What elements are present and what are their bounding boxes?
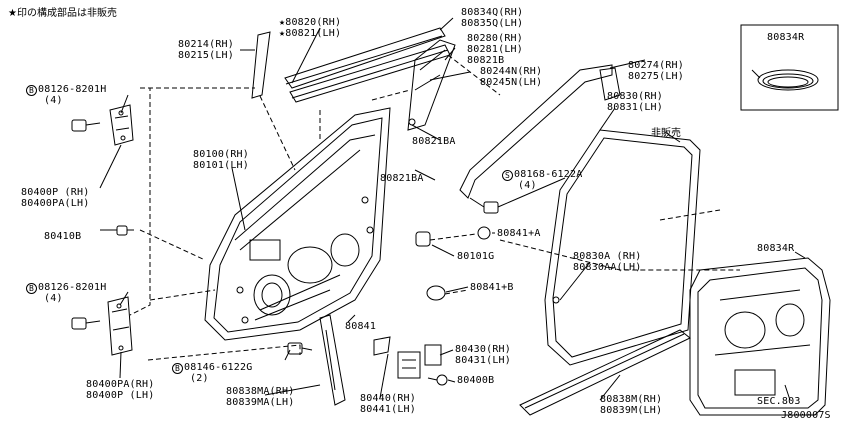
label-80821ba-2: 80821BA (380, 173, 424, 184)
seal-coil-icon (751, 69, 819, 91)
label-80410b: 80410B (44, 231, 82, 242)
label-80441: 80441(LH) (360, 404, 416, 415)
label-80400pa-rh: 80400PA(RH) (86, 379, 155, 390)
label-80440: 80440(RH) (360, 393, 416, 404)
label-80400p-rh: 80400P (RH) (21, 187, 90, 198)
label-80431: 80431(LH) (455, 355, 511, 366)
label-80214: 80214(RH) (178, 39, 234, 50)
label-80215: 80215(LH) (178, 50, 234, 61)
label-80830: 80830(RH) (607, 91, 663, 102)
door-seal-drawing (544, 129, 701, 366)
label-80839m: 80839M(LH) (600, 405, 663, 416)
label-80400pa-lh: 80400PA(LH) (21, 198, 90, 209)
label-80834: 80834Q(RH) (461, 7, 524, 18)
label-80821: ★80821(LH) (279, 28, 342, 39)
diagram-id: J800007S (781, 410, 831, 421)
label-80244: 80244N(RH) (480, 66, 543, 77)
label-80100: 80100(RH) (193, 149, 249, 160)
label-80831: 80831(LH) (607, 102, 663, 113)
sealing-screen-drawing (689, 257, 831, 416)
label-80245: 80245N(LH) (480, 77, 543, 88)
label-80830a: 80830A (RH) (573, 251, 642, 262)
label-80839ma: 80839MA(LH) (226, 397, 295, 408)
bolt-marker-b-icon: B (26, 283, 37, 294)
label-80101g: 80101G (457, 251, 495, 262)
label-80838m: 80838M(RH) (600, 394, 663, 405)
label-80281: 80281(LH) (467, 44, 523, 55)
door-lock-drawing (373, 336, 442, 379)
lower-hinge-drawing (107, 296, 133, 356)
label-80280: 80280(RH) (467, 33, 523, 44)
label-08126-upper-qty: (4) (44, 95, 63, 106)
label-80834r-box: 80834R (767, 32, 805, 43)
label-08146-qty: (2) (190, 373, 209, 384)
door-sash-drawing (407, 39, 621, 199)
label-80830aa: 80830AA(LH) (573, 262, 642, 273)
label-not-sold: 非販売 (651, 128, 681, 139)
label-08126-lower-qty: (4) (44, 293, 63, 304)
label-80101: 80101(LH) (193, 160, 249, 171)
label-80820: ★80820(RH) (279, 17, 342, 28)
label-80838ma: 80838MA(RH) (226, 386, 295, 397)
bolt-marker-b-icon: B (26, 85, 37, 96)
bolt-drawing (71, 119, 499, 386)
label-80821b: 80821B (467, 55, 505, 66)
label-80430: 80430(RH) (455, 344, 511, 355)
bolt-marker-b-icon: B (172, 363, 183, 374)
label-80841a: 80841+A (497, 228, 541, 239)
label-80821ba-1: 80821BA (412, 136, 456, 147)
clip-drawing (408, 118, 560, 304)
screw-marker-s-icon: S (502, 170, 513, 181)
label-80274: 80274(RH) (628, 60, 684, 71)
front-door-panel-drawing (204, 107, 391, 341)
note-not-sold: ★印の構成部品は非販売 (8, 8, 117, 19)
label-sec803: SEC.803 (757, 396, 801, 407)
label-80400b: 80400B (457, 375, 495, 386)
label-80400p-lh: 80400P (LH) (86, 390, 155, 401)
label-08168-qty: (4) (518, 180, 537, 191)
label-80275: 80275(LH) (628, 71, 684, 82)
inset-box (740, 24, 839, 111)
check-link-drawing (319, 314, 346, 406)
label-80834r: 80834R (757, 243, 795, 254)
moulding-drawing (251, 27, 451, 103)
label-80841b: 80841+B (470, 282, 514, 293)
label-80835: 80835Q(LH) (461, 18, 524, 29)
label-80841: 80841 (345, 321, 377, 332)
